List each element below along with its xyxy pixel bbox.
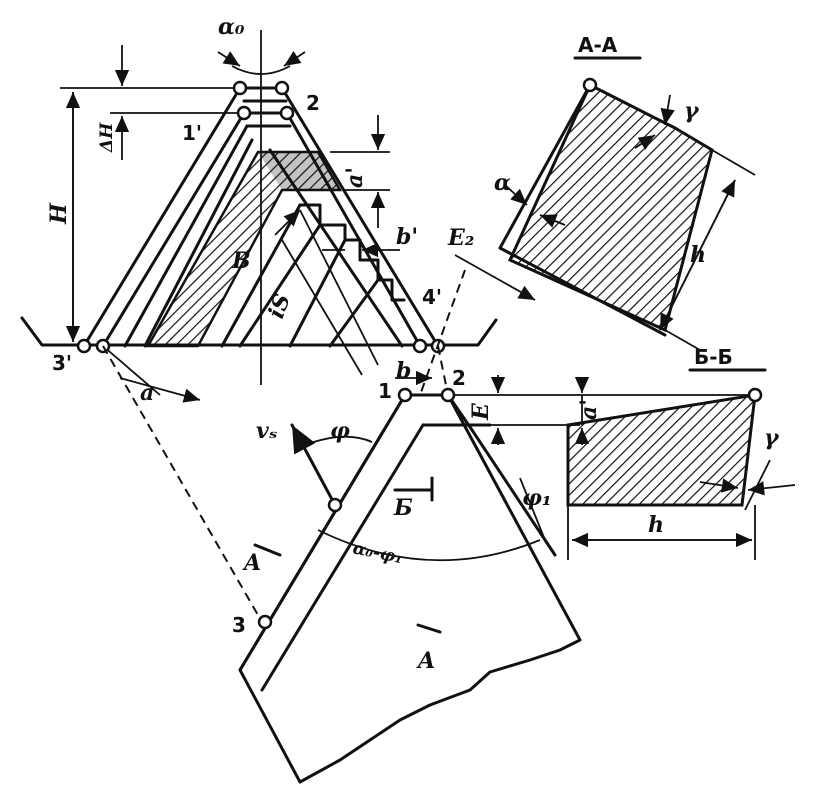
aa-gamma-arrow-1 — [660, 94, 675, 126]
point-1prime — [236, 105, 252, 121]
label-phi1: φ₁ — [522, 485, 552, 511]
cutter-inner-edge — [260, 423, 425, 692]
bb-point — [747, 387, 763, 403]
label-section-AA: A-A — [578, 33, 618, 57]
iS-line-2 — [299, 209, 379, 366]
label-1: 1 — [378, 379, 392, 403]
profile-view — [20, 30, 536, 403]
a-arrow — [119, 377, 201, 403]
label-E2: E₂ — [447, 225, 474, 251]
alpha0-arrow-right — [283, 51, 306, 67]
label-3: 3 — [232, 613, 246, 637]
iS-line — [281, 239, 363, 376]
vs-arrow — [290, 423, 337, 507]
E2-arrow — [454, 254, 536, 301]
label-a: a — [140, 380, 154, 406]
bb-gamma-arrow-1 — [699, 478, 739, 493]
label-H: H — [46, 202, 72, 225]
label-arrow-A1: A — [242, 550, 261, 576]
point-1 — [397, 387, 413, 403]
label-3prime: 3' — [52, 351, 72, 375]
left-flank-2 — [101, 111, 246, 348]
phi1-line — [519, 477, 546, 541]
step-profile — [298, 203, 406, 302]
label-b: b — [396, 358, 411, 384]
hatched-tooth — [145, 150, 343, 348]
point-3prime-a — [76, 338, 92, 354]
label-alpha-phi: α₀-φ₁ — [351, 538, 404, 568]
point-2b — [440, 387, 456, 403]
label-arrow-B: Б — [393, 495, 413, 521]
label-a-prime-2: a' — [576, 399, 602, 420]
label-iS: iS — [263, 290, 296, 322]
point-4prime-a — [412, 338, 428, 354]
label-h: h — [690, 242, 706, 268]
point-2 — [279, 105, 295, 121]
inner-left-line-4 — [328, 278, 380, 348]
phi-arc — [304, 435, 373, 446]
label-1prime: 1' — [182, 121, 202, 145]
label-a-prime: a' — [342, 167, 368, 188]
inner-left-line-3 — [288, 238, 347, 348]
B-arrow — [274, 209, 301, 236]
aa-alpha-arrow-2 — [539, 214, 566, 228]
point-top-left — [232, 80, 248, 96]
projection-dash-left — [102, 345, 263, 623]
inner-left-line-2 — [238, 223, 322, 348]
label-b-prime: b' — [396, 224, 418, 250]
alpha-phi-arc — [317, 529, 541, 562]
cutter-body-view — [102, 269, 760, 784]
alpha0-arc — [231, 65, 291, 75]
left-flank-4 — [143, 138, 254, 348]
section-aa-hatch — [508, 82, 714, 333]
label-E: E — [468, 402, 494, 421]
aa-gamma-arrow-2 — [634, 134, 656, 150]
label-phi: φ — [330, 418, 350, 444]
section-a-tick-left — [253, 543, 282, 557]
cutter-outline — [238, 393, 582, 784]
point-vs — [327, 497, 343, 513]
label-vs: vₛ — [256, 418, 278, 444]
label-2b: 2 — [452, 366, 466, 390]
right-flank-outer — [280, 86, 440, 348]
base-line — [20, 316, 498, 347]
aa-h-ext-bottom — [664, 329, 701, 351]
projection-dash-right-2 — [437, 345, 449, 396]
aa-point — [582, 77, 598, 93]
aa-alpha-arrow-1 — [504, 184, 528, 206]
point-top-right — [274, 80, 290, 96]
label-arrow-A2: A — [416, 648, 435, 674]
section-bb — [566, 368, 796, 560]
label-4prime: 4' — [422, 285, 442, 309]
tooth-top-band — [258, 152, 340, 190]
label-2: 2 — [306, 91, 320, 115]
left-flank-3 — [123, 124, 249, 348]
left-flank-outer — [82, 86, 242, 348]
alpha0-arrow-left — [217, 51, 241, 67]
bb-gamma-line — [744, 459, 771, 511]
label-dH: ΔH — [97, 122, 117, 153]
section-a-tick-right — [416, 623, 442, 634]
label-gamma: γ — [684, 98, 700, 124]
point-3 — [257, 614, 273, 630]
label-alpha0: α₀ — [218, 14, 245, 40]
section-aa-bottom-edge — [498, 246, 667, 337]
section-aa-left-edge — [498, 83, 592, 250]
aa-h-arrow-2 — [659, 179, 736, 331]
section-bb-hatch — [566, 393, 757, 507]
section-aa — [498, 56, 756, 351]
label-B: B — [231, 248, 251, 274]
aa-h-ext-top — [711, 149, 756, 176]
cutter-inner-right — [470, 428, 557, 557]
label-h2: h — [648, 512, 664, 538]
label-gamma2: γ — [764, 425, 780, 451]
label-alpha: α — [494, 170, 511, 196]
label-section-BB: Б-Б — [694, 345, 733, 369]
